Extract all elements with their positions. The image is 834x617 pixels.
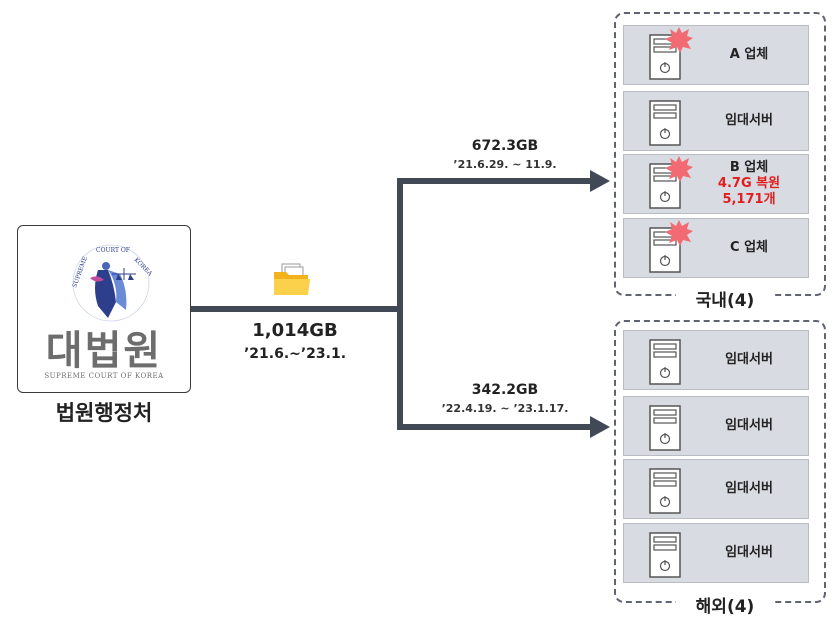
server-label: 임대서버 (725, 113, 773, 128)
domestic-period: ’21.6.29. ~ 11.9. (453, 158, 557, 171)
court-emblem: SUPREME COURT OF KOREA (71, 244, 154, 322)
court-logo-subtitle: SUPREME COURT OF KOREA (44, 372, 164, 380)
domestic-size: 672.3GB (471, 138, 539, 154)
total-period: ’21.6.~’23.1. (243, 346, 347, 362)
total-size: 1,014GB (252, 320, 338, 341)
svg-text:KOREA: KOREA (133, 256, 154, 277)
server-domestic-a: A 업체 (623, 25, 809, 85)
overseas-group-label: 해외(4) (676, 592, 774, 617)
court-logo-wordmark: 대법원 (45, 328, 163, 374)
server-domestic-b: B 업체 4.7G 복원 5,171개 (623, 154, 809, 214)
domestic-group-label: 국내(4) (676, 286, 774, 311)
server-label: 임대서버 (725, 352, 773, 367)
recovery-count: 5,171개 (722, 192, 776, 207)
overseas-size: 342.2GB (471, 382, 539, 398)
server-icon (649, 532, 681, 578)
server-domestic-c: C 업체 (623, 218, 809, 278)
alert-burst-icon (665, 220, 693, 246)
server-label: 임대서버 (725, 418, 773, 433)
svg-text:SUPREME: SUPREME (71, 256, 89, 289)
server-overseas-3: 임대서버 (623, 459, 809, 519)
server-icon (649, 227, 681, 273)
server-domestic-rental: 임대서버 (623, 91, 809, 151)
server-icon (649, 405, 681, 451)
server-label: A 업체 (729, 47, 769, 62)
court-logo-card: SUPREME COURT OF KOREA 대법원 SUPREME COURT… (17, 225, 191, 393)
server-icon (649, 339, 681, 385)
server-overseas-2: 임대서버 (623, 396, 809, 456)
server-overseas-1: 임대서버 (623, 330, 809, 390)
arrow-head-domestic (590, 170, 610, 192)
folder-icon (274, 263, 310, 295)
server-label: 임대서버 (725, 481, 773, 496)
server-icon (649, 100, 681, 146)
recovery-size: 4.7G 복원 (717, 176, 781, 191)
alert-burst-icon (665, 156, 693, 182)
server-label: C 업체 (730, 240, 768, 255)
overseas-period: ’22.4.19. ~ ’23.1.17. (441, 402, 569, 415)
server-label: 임대서버 (725, 545, 773, 560)
svg-text:COURT OF: COURT OF (96, 247, 130, 254)
server-icon (649, 468, 681, 514)
source-label: 법원행정처 (55, 401, 153, 425)
arrow-head-overseas (590, 416, 610, 438)
server-overseas-4: 임대서버 (623, 523, 809, 583)
alert-burst-icon (665, 27, 693, 53)
server-label: B 업체 (729, 160, 769, 175)
